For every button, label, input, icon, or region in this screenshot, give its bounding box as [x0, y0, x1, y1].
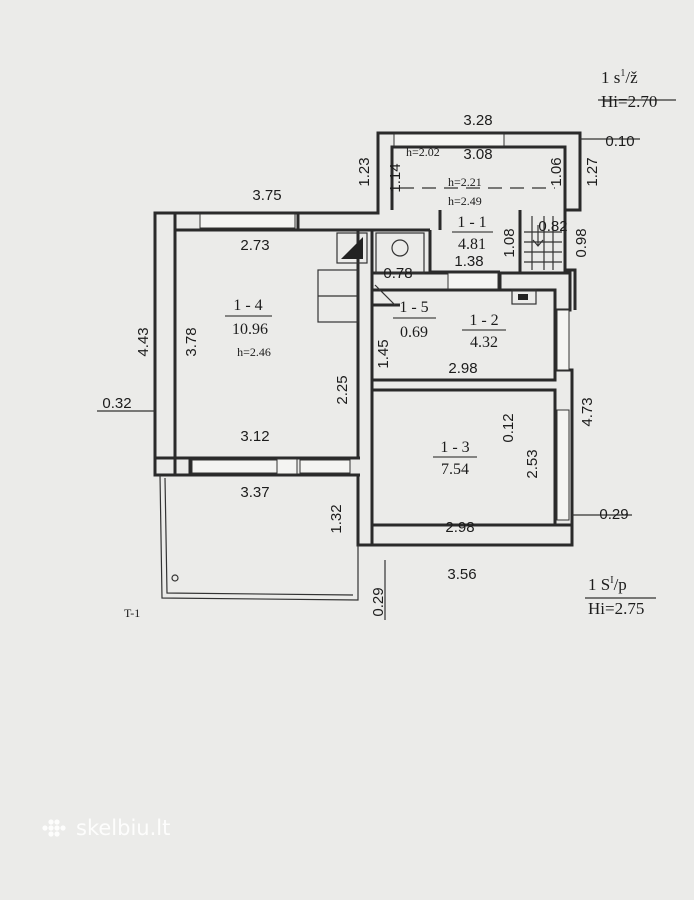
room-area: 4.32 — [470, 334, 498, 351]
room-id: 1 - 3 — [440, 439, 469, 456]
room-area: 7.54 — [441, 461, 469, 478]
dim-label: 3.78 — [183, 327, 200, 356]
dim-label: 1.38 — [454, 253, 483, 270]
dim-label: 3.12 — [240, 428, 269, 445]
room-label-1-2: 1 - 2 4.32 — [462, 312, 506, 351]
level-label: 1 s1/ž — [601, 68, 638, 87]
dim-label: 0.78 — [383, 265, 412, 282]
dim-label: 0.12 — [500, 413, 517, 442]
height-label: h=2.21 — [448, 175, 482, 189]
dim-label: 1.08 — [501, 228, 518, 257]
level-label: 1 SI/p — [588, 575, 627, 594]
room-label-1-3: 1 - 3 7.54 — [433, 439, 477, 478]
room-area: 0.69 — [400, 324, 428, 341]
dim-label: 2.98 — [445, 519, 474, 536]
height-labels: h=2.02 h=2.21 h=2.49 — [406, 145, 482, 208]
room-id: 1 - 4 — [233, 297, 262, 314]
watermark: skelbiu.lt — [40, 816, 170, 840]
dim-label: 3.08 — [463, 146, 492, 163]
dim-label: 1.45 — [375, 339, 392, 368]
dim-label: 0.29 — [599, 506, 628, 523]
windows — [191, 133, 570, 521]
dim-label: 0.98 — [573, 228, 590, 257]
dim-label: 2.53 — [524, 449, 541, 478]
room-id: 1 - 5 — [399, 299, 428, 316]
room-area: 4.81 — [458, 236, 486, 253]
dim-label: 3.56 — [447, 566, 476, 583]
height-label: h=2.02 — [406, 145, 440, 159]
dimensions: 3.28 3.08 0.10 3.75 2.73 0.78 1.38 0.82 … — [102, 112, 634, 583]
dim-label: 1.14 — [387, 163, 404, 192]
dim-label: 2.25 — [334, 375, 351, 404]
dim-label: 3.75 — [252, 187, 281, 204]
dim-label: 3.28 — [463, 112, 492, 129]
dim-label: 0.82 — [538, 218, 567, 235]
height-label: Hi=2.70 — [601, 92, 657, 111]
room-label-1-1: 1 - 1 4.81 — [452, 214, 493, 253]
level-annotation-bottom: 1 SI/p Hi=2.75 — [588, 575, 644, 618]
dim-label: 1.23 — [356, 157, 373, 186]
height-label: Hi=2.75 — [588, 599, 644, 618]
dim-label: 3.37 — [240, 484, 269, 501]
dim-label: 0.29 — [370, 587, 387, 616]
leader-lines — [97, 99, 676, 620]
dimensions-vertical: 1.23 1.14 1.06 1.27 1.08 0.98 4.43 3.78 … — [135, 157, 601, 616]
watermark-text: skelbiu.lt — [76, 816, 171, 840]
dim-label: 2.73 — [240, 237, 269, 254]
room-id: 1 - 1 — [457, 214, 486, 231]
walls — [153, 131, 582, 547]
dim-label: 2.98 — [448, 360, 477, 377]
room-area: 10.96 — [232, 321, 268, 338]
room-height: h=2.46 — [237, 345, 271, 359]
terrace — [159, 458, 359, 601]
dim-label: 4.43 — [135, 327, 152, 356]
fixtures — [317, 187, 562, 323]
room-id: 1 - 2 — [469, 312, 498, 329]
dim-label: 1.32 — [328, 504, 345, 533]
room-label-1-4: 1 - 4 10.96 h=2.46 — [225, 297, 272, 359]
dim-label: 4.73 — [579, 397, 596, 426]
dim-label: 1.06 — [548, 157, 565, 186]
sheet-label: T-1 — [124, 606, 140, 620]
dim-label: 0.10 — [605, 133, 634, 150]
dots-logo-icon — [42, 819, 66, 837]
dim-label: 0.32 — [102, 395, 131, 412]
room-label-1-5: 1 - 5 0.69 — [393, 299, 436, 341]
height-label: h=2.49 — [448, 194, 482, 208]
level-annotation-top: 1 s1/ž Hi=2.70 — [601, 68, 657, 111]
dim-label: 1.27 — [584, 157, 601, 186]
